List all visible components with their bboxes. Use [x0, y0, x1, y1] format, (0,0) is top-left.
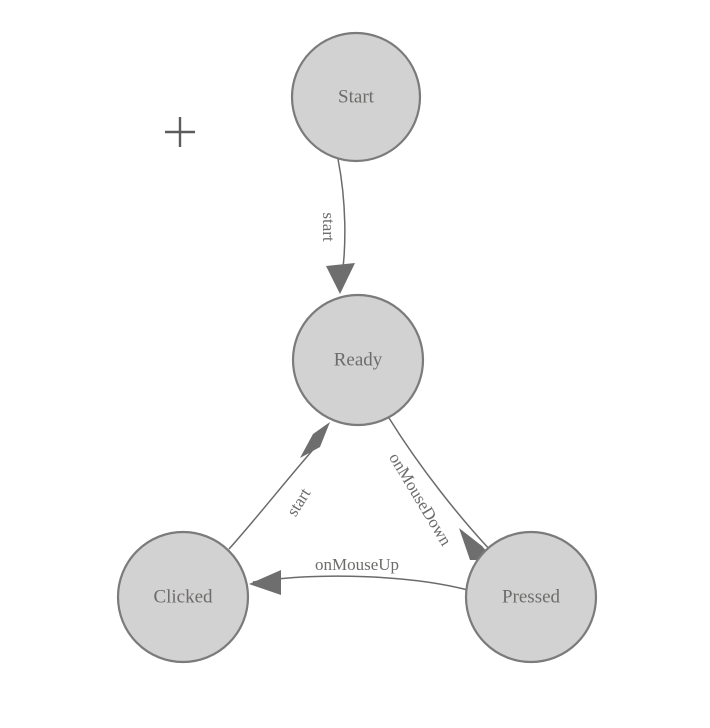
node-pressed-circle [464, 530, 598, 664]
edge-label-pressed-to-clicked: onMouseUp [315, 555, 399, 574]
edge-pressed-to-clicked-path [252, 575, 469, 591]
edge-ready-to-pressed-path [388, 417, 493, 553]
crosshair-icon [165, 117, 195, 147]
node-clicked-circle [116, 530, 250, 664]
edge-ready-to-pressed[interactable]: onMouseDown [385, 417, 494, 560]
node-start-label: Start [338, 86, 375, 107]
arrowhead-into-clicked [249, 570, 281, 595]
edge-label-start-to-ready: start [319, 212, 338, 242]
node-pressed[interactable]: Pressed [464, 530, 598, 664]
node-ready[interactable]: Ready [291, 293, 425, 427]
edge-pressed-to-clicked[interactable]: onMouseUp [249, 555, 469, 595]
node-start-circle [290, 31, 422, 163]
edge-clicked-to-ready[interactable]: start [228, 422, 330, 550]
edge-start-to-ready[interactable]: start [319, 158, 355, 294]
node-pressed-label: Pressed [502, 586, 561, 607]
edge-label-clicked-to-ready: start [283, 484, 315, 519]
node-ready-circle [291, 293, 425, 427]
edge-clicked-to-ready-path [228, 443, 319, 550]
node-start[interactable]: Start [290, 31, 422, 163]
node-clicked-label: Clicked [153, 586, 213, 607]
arrowhead-into-ready-lower-left [300, 422, 330, 458]
arrowhead-into-ready-top [326, 263, 355, 294]
node-ready-label: Ready [334, 349, 383, 370]
node-clicked[interactable]: Clicked [116, 530, 250, 664]
